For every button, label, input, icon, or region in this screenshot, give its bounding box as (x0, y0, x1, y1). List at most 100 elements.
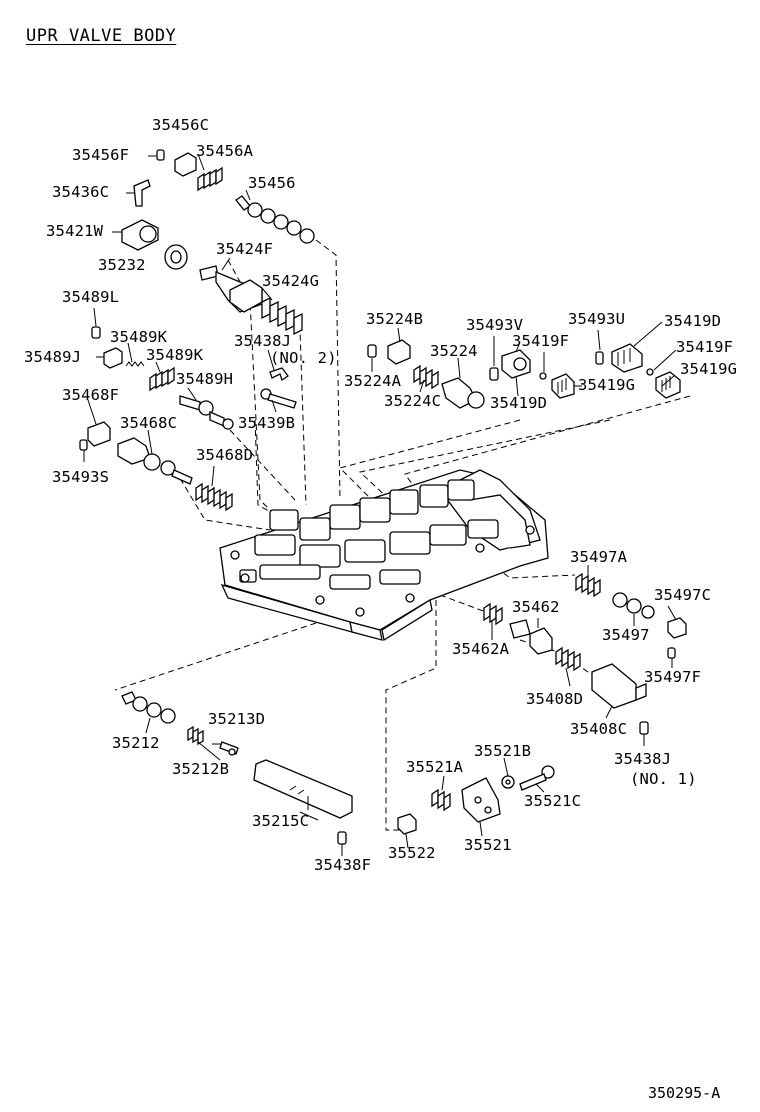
part-35489J-icon (103, 347, 123, 369)
label-35419D-right: 35419D (664, 312, 722, 330)
label-35408C: 35408C (570, 720, 628, 738)
part-35493V-icon (489, 367, 499, 381)
upper-valve-body-housing (219, 469, 549, 642)
part-35497C-icon (667, 617, 687, 639)
label-35456C: 35456C (152, 116, 210, 134)
label-35521: 35521 (464, 836, 512, 854)
part-35456F-icon (156, 149, 165, 161)
part-35489H-valve-icon (179, 395, 234, 430)
label-35421W: 35421W (46, 222, 104, 240)
part-35213D-pin-icon (219, 741, 239, 756)
label-35489K-lower: 35489K (146, 346, 204, 364)
label-35497C: 35497C (654, 586, 712, 604)
label-35468F: 35468F (62, 386, 120, 404)
part-35489L-icon (91, 326, 101, 339)
label-35456F: 35456F (72, 146, 130, 164)
label-35489H: 35489H (176, 370, 234, 388)
label-35224A: 35224A (344, 372, 402, 390)
part-35521C-bolt-icon (519, 765, 555, 791)
label-35456A: 35456A (196, 142, 254, 160)
label-35489L: 35489L (62, 288, 120, 306)
part-35436C-icon (133, 179, 151, 207)
label-35521B: 35521B (474, 742, 532, 760)
part-35421W-icon (121, 219, 159, 251)
part-35489K-spring-icon (125, 361, 175, 392)
part-35438J-no1-icon (639, 721, 649, 735)
label-35521C: 35521C (524, 792, 582, 810)
label-35419G-right: 35419G (680, 360, 738, 378)
label-35462: 35462 (512, 598, 560, 616)
part-35419G-icon-left (551, 373, 575, 399)
part-35419G-icon-right (655, 371, 681, 399)
label-35497: 35497 (602, 626, 650, 644)
label-35419D-left: 35419D (490, 394, 548, 412)
label-35468C: 35468C (120, 414, 178, 432)
label-35521A: 35521A (406, 758, 464, 776)
label-35212: 35212 (112, 734, 160, 752)
part-35497-valve-icon (612, 592, 655, 619)
part-35224-valve-icon (441, 377, 485, 409)
diagram-title: UPR VALVE BODY (26, 26, 177, 46)
label-35468D: 35468D (196, 446, 254, 464)
label-35497F: 35497F (644, 668, 702, 686)
part-35497A-spring-icon (575, 572, 601, 598)
label-35493U: 35493U (568, 310, 626, 328)
label-35493S: 35493S (52, 468, 110, 486)
label-35497A: 35497A (570, 548, 628, 566)
part-35215C-sleeve-icon (253, 759, 353, 819)
label-35489J: 35489J (24, 348, 82, 366)
label-35232: 35232 (98, 256, 146, 274)
label-35408D: 35408D (526, 690, 584, 708)
label-35462A: 35462A (452, 640, 510, 658)
label-35419F-left: 35419F (512, 332, 570, 350)
part-35456C-icon (174, 152, 197, 177)
label-35424F: 35424F (216, 240, 274, 258)
label-35456: 35456 (248, 174, 296, 192)
label-35493V: 35493V (466, 316, 524, 334)
label-35224B: 35224B (366, 310, 424, 328)
label-35215C: 35215C (252, 812, 310, 830)
label-no2-note: (NO. 2) (270, 349, 337, 367)
part-35521A-spring-icon (431, 788, 451, 812)
label-35438J-no2: 35438J (234, 332, 292, 350)
label-35419F-right: 35419F (676, 338, 734, 356)
part-35438J-no2-icon (269, 367, 289, 382)
part-35424G-icon (261, 296, 303, 336)
part-35419F-icon-right (646, 368, 654, 376)
label-35419G-left: 35419G (578, 376, 636, 394)
part-35212B-spring-icon (187, 725, 204, 746)
label-35438J-no1: 35438J (614, 750, 672, 768)
label-35424G: 35424G (262, 272, 320, 290)
label-35224: 35224 (430, 342, 478, 360)
part-35468C-valve-icon (117, 437, 193, 485)
part-35419F-icon-left (539, 372, 547, 380)
leader-lines (83, 153, 677, 856)
label-35213D: 35213D (208, 710, 266, 728)
part-35497F-icon (667, 647, 676, 659)
part-35419D-icon-right (611, 343, 643, 373)
part-35521-plate-icon (461, 777, 501, 823)
part-35232-icon (164, 244, 188, 270)
label-no1-note: (NO. 1) (630, 770, 697, 788)
part-35468D-spring-icon (195, 482, 233, 512)
part-35224C-spring-icon (413, 364, 439, 390)
part-35462-valve-icon (509, 619, 553, 655)
part-35424F-icon (199, 265, 263, 313)
part-35462A-spring-icon (483, 602, 503, 626)
part-35521B-washer-icon (501, 775, 515, 789)
part-35468F-icon (87, 421, 111, 447)
part-35212-valve-icon (121, 691, 176, 724)
part-35408C-plunger-icon (591, 663, 647, 709)
label-35438F: 35438F (314, 856, 372, 874)
label-35489K-upper: 35489K (110, 328, 168, 346)
part-35408D-spring-icon (555, 646, 581, 672)
part-35493U-icon (595, 351, 604, 365)
part-35438F-icon (337, 831, 347, 845)
label-35436C: 35436C (52, 183, 110, 201)
part-35419D-icon-left (501, 349, 531, 379)
part-35522-icon (397, 813, 417, 835)
diagram-code: 350295-A (648, 1084, 721, 1102)
label-35212B: 35212B (172, 760, 230, 778)
